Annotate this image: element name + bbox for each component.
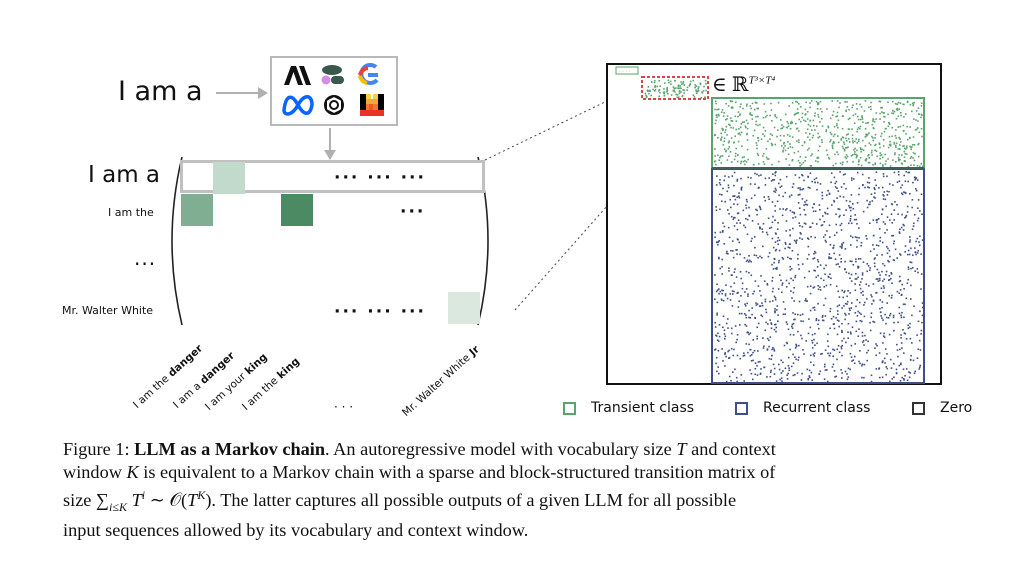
row-ellipsis: ··· ··· ··· xyxy=(334,168,426,188)
row-ellipsis: ··· ··· ··· xyxy=(334,302,426,322)
row-label-ellipsis: ... xyxy=(134,246,157,270)
zero-legend-swatch xyxy=(912,402,925,415)
probability-cell xyxy=(448,292,480,324)
google-logo xyxy=(358,63,379,85)
transient-legend-swatch xyxy=(563,402,576,415)
probability-cell xyxy=(213,162,245,194)
zero-legend-label: Zero xyxy=(940,400,973,416)
arrow-right-icon xyxy=(216,87,268,99)
cohere-logo xyxy=(321,65,344,85)
column-label: I am the danger xyxy=(131,342,206,411)
caption-line-4: input sequences allowed by its vocabular… xyxy=(63,519,529,540)
openai-logo xyxy=(324,94,344,116)
transient-legend-label: Transient class xyxy=(591,400,695,416)
matrix-dimension-label: ∈ ℝT³×T⁴ xyxy=(712,74,776,96)
llm-logos-box xyxy=(270,56,398,126)
probability-cell xyxy=(181,194,213,226)
highlighted-block xyxy=(644,79,707,99)
arrow-down-icon xyxy=(324,128,336,160)
column-label: Mr. Walter White Jr xyxy=(400,343,482,419)
figure-caption: Figure 1: LLM as a Markov chain. An auto… xyxy=(63,438,978,542)
row-label-walter-white: Mr. Walter White xyxy=(62,304,154,317)
column-ellipsis: · · · xyxy=(334,400,354,414)
meta-logo xyxy=(282,95,314,116)
recurrent-legend-swatch xyxy=(735,402,748,415)
transient-block xyxy=(714,100,924,168)
mistral-logo xyxy=(360,94,384,116)
mini-block-label: · · · · xyxy=(619,69,631,75)
anthropic-logo xyxy=(284,66,311,85)
caption-line-1: Figure 1: LLM as a Markov chain. An auto… xyxy=(63,439,776,459)
transition-matrix: · · · · xyxy=(606,63,942,385)
row-label-i-am-the: I am the xyxy=(108,206,154,219)
caption-line-2: window K is equivalent to a Markov chain… xyxy=(63,462,776,482)
row-label-i-am-a: I am a xyxy=(88,162,160,188)
prompt-text: I am a xyxy=(118,76,203,107)
probability-cell xyxy=(281,194,313,226)
caption-line-3: size ∑i≤K Ti ∼ 𝒪(TK). The latter capture… xyxy=(63,488,737,514)
column-label: I am your king xyxy=(203,351,270,413)
row-ellipsis: ··· xyxy=(400,202,426,222)
recurrent-block xyxy=(714,171,924,383)
recurrent-legend-label: Recurrent class xyxy=(763,400,871,416)
